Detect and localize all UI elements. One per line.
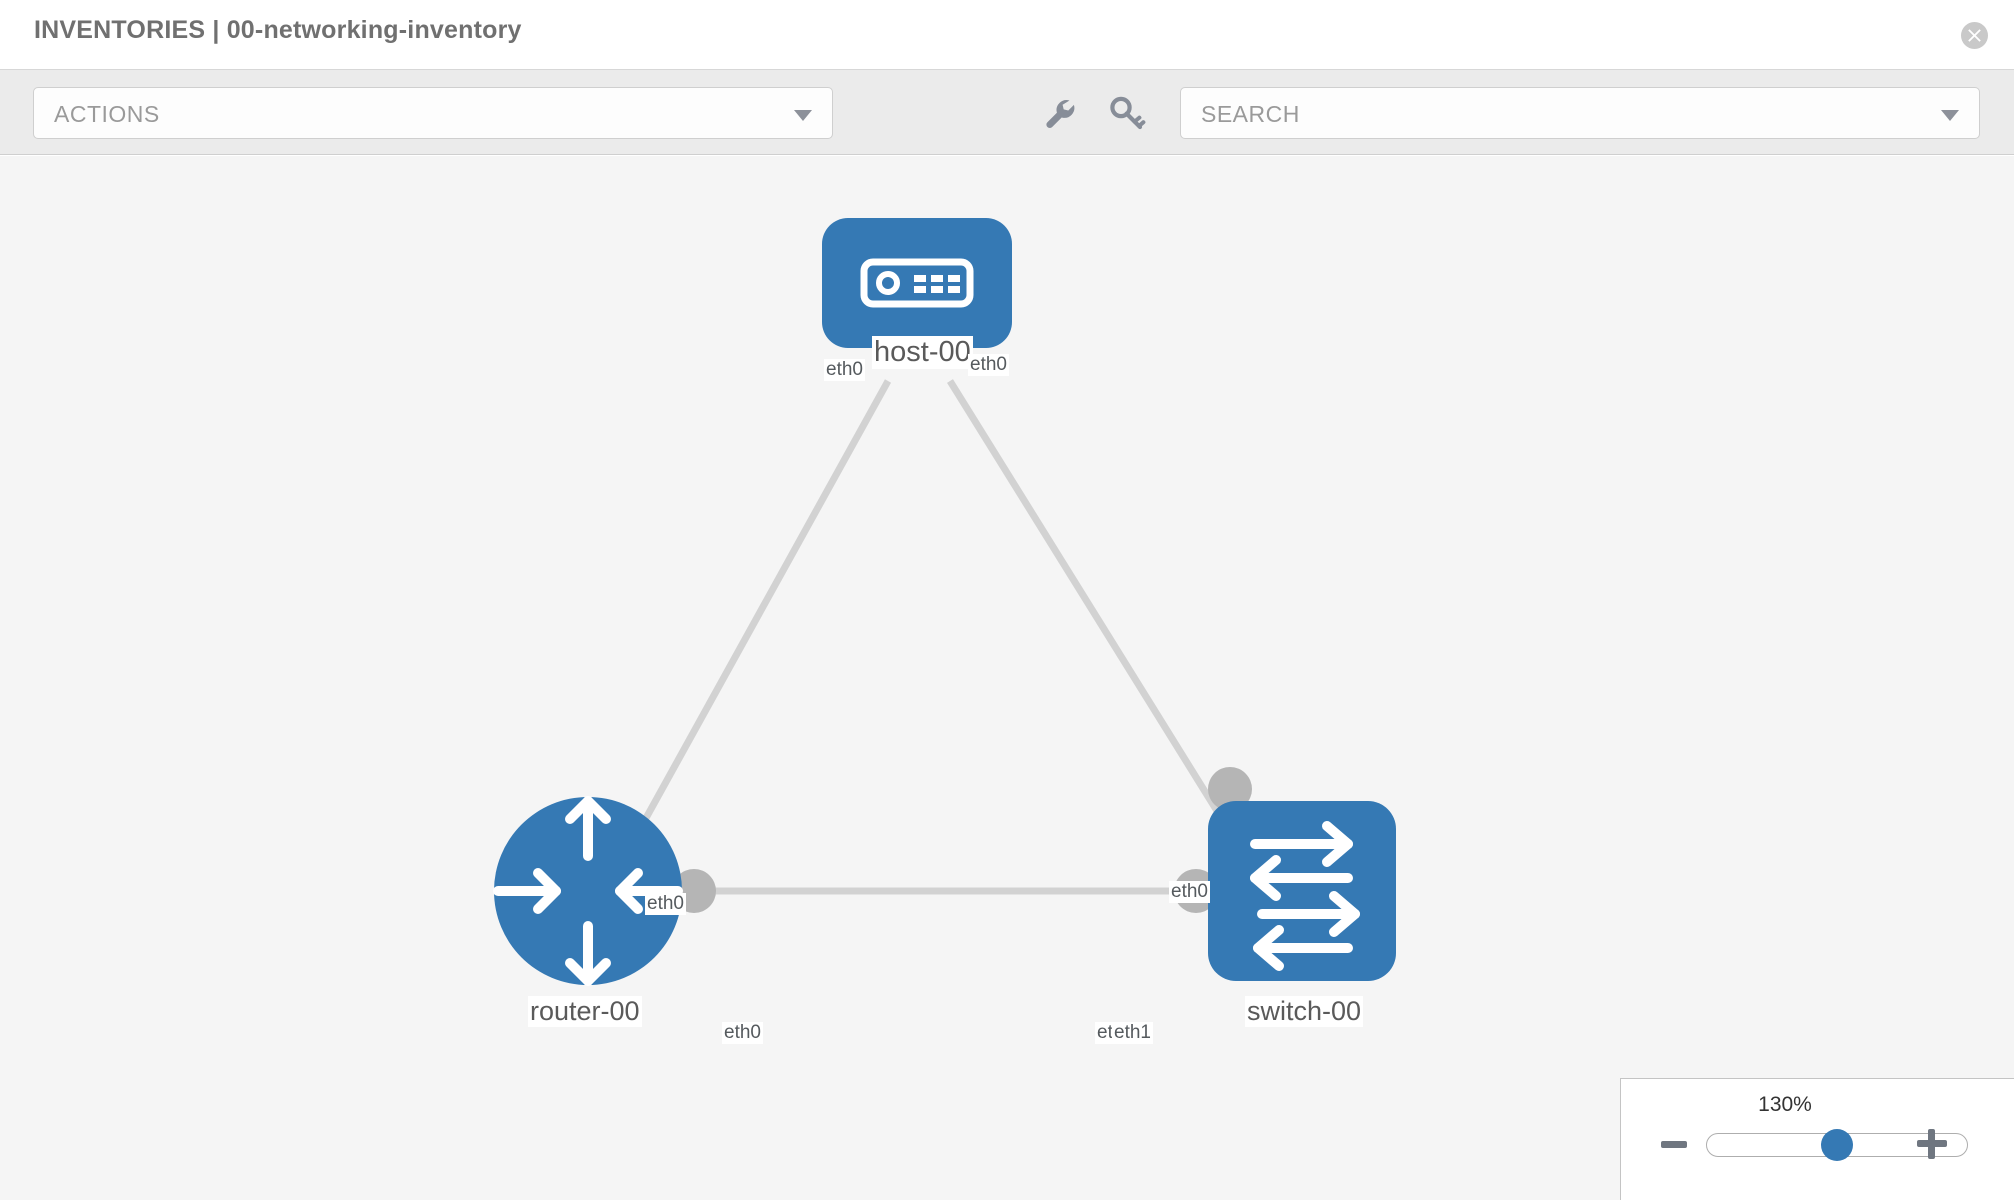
iface-label-switch00-left-b: eth1 [1112, 1022, 1153, 1044]
router-arrows-icon [493, 796, 683, 986]
search-input[interactable]: SEARCH [1180, 87, 1980, 139]
zoom-slider-thumb[interactable] [1821, 1129, 1853, 1161]
search-chevron-down-icon[interactable] [1941, 110, 1959, 121]
iface-dot-switch00-top[interactable] [1208, 767, 1252, 811]
key-icon[interactable] [1105, 92, 1149, 136]
actions-dropdown[interactable]: ACTIONS [33, 87, 833, 139]
topology-links [621, 379, 1255, 895]
window-header: INVENTORIES | 00-networking-inventory [0, 0, 2014, 70]
node-label-router-00: router-00 [528, 996, 642, 1027]
topology-canvas[interactable]: host-00 router-00 switch-00 eth0 eth0 et… [0, 156, 2014, 1200]
iface-label-router00-right: eth0 [722, 1022, 763, 1044]
node-host-00[interactable] [822, 218, 1012, 348]
link-host00-switch00[interactable] [947, 379, 1248, 858]
actions-dropdown-label: ACTIONS [54, 101, 160, 127]
chevron-down-icon [794, 110, 812, 121]
search-placeholder: SEARCH [1201, 101, 1300, 127]
wrench-icon[interactable] [1038, 92, 1082, 136]
node-label-switch-00: switch-00 [1245, 996, 1364, 1027]
iface-label-router00-up: eth0 [645, 893, 686, 915]
node-switch-00[interactable] [1208, 801, 1396, 981]
switch-arrows-icon [1250, 821, 1360, 971]
minus-icon[interactable] [1661, 1141, 1687, 1148]
iface-label-host00-left: eth0 [824, 359, 865, 381]
iface-label-switch00-up: eth0 [1169, 881, 1210, 903]
close-icon[interactable] [1961, 22, 1988, 49]
link-host00-router00[interactable] [621, 379, 892, 858]
zoom-percent-label: 130% [1758, 1093, 1812, 1116]
zoom-control-panel: 130% [1620, 1078, 2014, 1200]
node-router-00[interactable] [493, 796, 683, 986]
toolbar: ACTIONS SEARCH [0, 70, 2014, 155]
server-icon [860, 258, 974, 308]
plus-icon[interactable] [1917, 1129, 1947, 1159]
page-title: INVENTORIES | 00-networking-inventory [34, 16, 522, 44]
node-label-host-00: host-00 [872, 336, 973, 369]
topology-graph [493, 218, 1396, 986]
iface-label-host00-right: eth0 [968, 354, 1009, 376]
